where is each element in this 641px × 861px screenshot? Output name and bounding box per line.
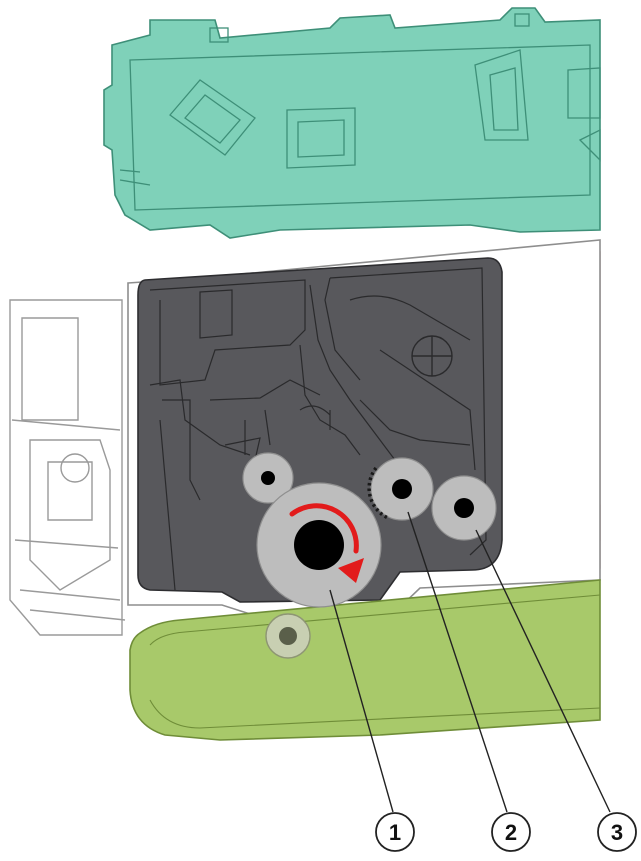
roller-3 — [432, 476, 496, 540]
top-cover-body — [104, 8, 600, 238]
top-cover — [104, 8, 600, 238]
left-housing-outline — [10, 300, 125, 635]
callout-2-label: 2 — [505, 820, 517, 845]
callout-3: 3 — [598, 813, 636, 851]
callout-1: 1 — [376, 813, 414, 851]
callout-1-label: 1 — [389, 820, 401, 845]
roller-1 — [257, 483, 381, 607]
callout-2: 2 — [492, 813, 530, 851]
callout-3-label: 3 — [611, 820, 623, 845]
